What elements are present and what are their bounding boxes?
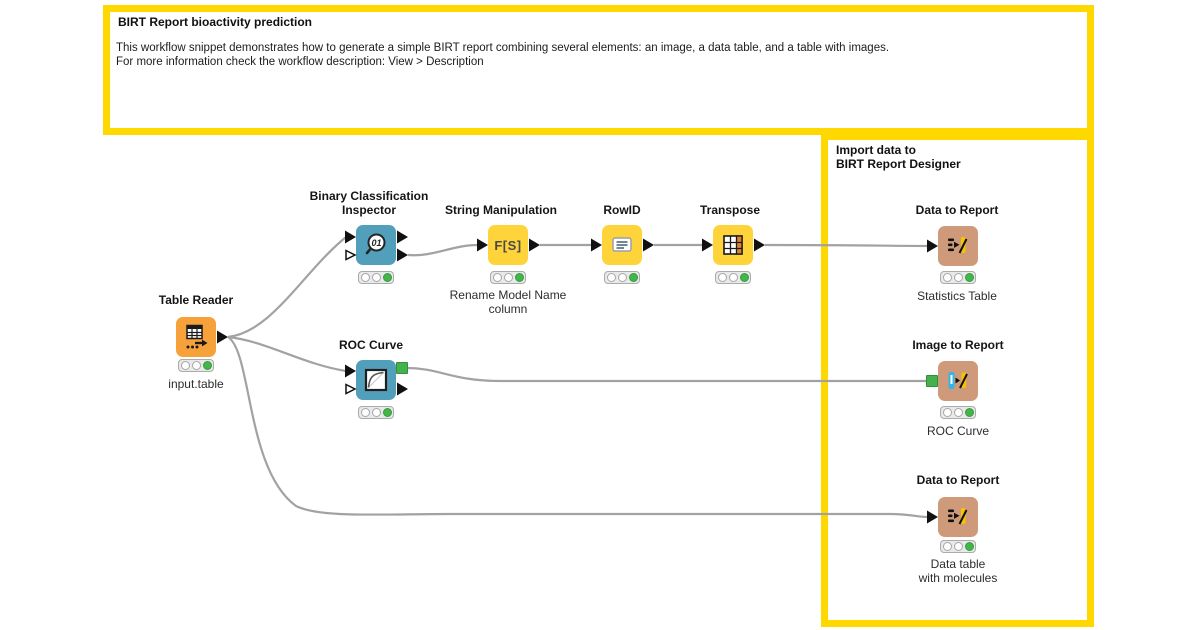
node-rowid[interactable] xyxy=(602,225,642,265)
annotation-body: This workflow snippet demonstrates how t… xyxy=(110,29,1087,69)
status-traffic-light xyxy=(604,271,640,284)
status-traffic-light xyxy=(358,271,394,284)
node-data-to-report-bottom[interactable] xyxy=(938,497,978,537)
node-label-data-to-report-bottom: Data to Report xyxy=(916,473,1000,487)
output-port-triangle[interactable] xyxy=(643,238,655,252)
flowvar-port-triangle[interactable] xyxy=(345,382,357,396)
output-port-triangle[interactable] xyxy=(397,248,409,262)
status-dot-red xyxy=(180,361,190,370)
fs-function-icon: F[S] xyxy=(494,237,522,253)
input-port-triangle[interactable] xyxy=(591,238,603,252)
node-sublabel-data-to-report-top: Statistics Table xyxy=(917,289,997,303)
node-string-manipulation[interactable]: F[S] xyxy=(488,225,528,265)
node-sublabel-string-manipulation: Rename Model Name column xyxy=(449,288,567,316)
node-label-string-manipulation: String Manipulation xyxy=(445,203,557,217)
rowid-card-icon xyxy=(612,237,632,252)
data-to-report-icon xyxy=(948,508,968,525)
annotation-box-top[interactable]: BIRT Report bioactivity prediction This … xyxy=(103,5,1094,135)
output-port-triangle[interactable] xyxy=(754,238,766,252)
flowvar-port-triangle[interactable] xyxy=(345,248,357,262)
output-port-triangle[interactable] xyxy=(397,230,409,244)
node-label-rowid: RowID xyxy=(603,203,641,217)
input-port-triangle[interactable] xyxy=(927,239,939,253)
status-traffic-light xyxy=(490,271,526,284)
status-dot-yellow xyxy=(191,361,201,370)
annotation-title-line1: Import data to xyxy=(836,143,916,157)
output-port-triangle[interactable] xyxy=(397,382,409,396)
roc-curve-chart-icon xyxy=(364,368,388,392)
node-sublabel-image-to-report: ROC Curve xyxy=(926,424,989,438)
svg-text:01: 01 xyxy=(371,238,381,248)
node-label-image-to-report: Image to Report xyxy=(912,338,1004,352)
image-input-port[interactable] xyxy=(926,375,938,387)
node-label-binary-classification-inspector: Binary Classification Inspector xyxy=(309,189,429,217)
output-port-triangle[interactable] xyxy=(217,330,229,344)
status-traffic-light xyxy=(178,359,214,372)
node-transpose[interactable] xyxy=(713,225,753,265)
table-reader-icon xyxy=(186,324,208,349)
input-port-triangle[interactable] xyxy=(477,238,489,252)
status-traffic-light xyxy=(940,406,976,419)
node-label-table-reader: Table Reader xyxy=(158,293,234,307)
transpose-grid-icon xyxy=(723,235,743,255)
input-port-triangle[interactable] xyxy=(927,510,939,524)
annotation-body-line1: This workflow snippet demonstrates how t… xyxy=(116,42,890,54)
annotation-title: BIRT Report bioactivity prediction xyxy=(118,15,313,29)
data-to-report-icon xyxy=(948,237,968,254)
node-label-data-to-report-top: Data to Report xyxy=(915,203,999,217)
node-binary-classification-inspector[interactable]: 01 xyxy=(356,225,396,265)
input-port-triangle[interactable] xyxy=(345,364,357,378)
annotation-body-line2: For more information check the workflow … xyxy=(116,56,484,68)
status-traffic-light xyxy=(940,271,976,284)
wire-inspector-to-stringmanipulation[interactable] xyxy=(407,243,479,257)
annotation-title-line2: BIRT Report Designer xyxy=(836,157,961,171)
input-port-triangle[interactable] xyxy=(702,238,714,252)
status-traffic-light xyxy=(940,540,976,553)
input-port-triangle[interactable] xyxy=(345,230,357,244)
node-roc-curve[interactable] xyxy=(356,360,396,400)
status-traffic-light xyxy=(715,271,751,284)
node-label-transpose: Transpose xyxy=(699,203,761,217)
wire-tablereader-to-inspector[interactable] xyxy=(227,236,347,339)
node-sublabel-data-to-report-bottom: Data table with molecules xyxy=(918,557,998,585)
magnifier-01-icon: 01 xyxy=(365,233,386,255)
node-table-reader[interactable] xyxy=(176,317,216,357)
image-to-report-icon xyxy=(948,372,968,389)
node-data-to-report-top[interactable] xyxy=(938,226,978,266)
node-label-roc-curve: ROC Curve xyxy=(338,338,403,352)
node-sublabel-table-reader: input.table xyxy=(168,377,224,391)
node-image-to-report[interactable] xyxy=(938,361,978,401)
status-traffic-light xyxy=(358,406,394,419)
output-port-triangle[interactable] xyxy=(529,238,541,252)
image-output-port[interactable] xyxy=(396,362,408,374)
status-dot-green xyxy=(202,361,212,370)
